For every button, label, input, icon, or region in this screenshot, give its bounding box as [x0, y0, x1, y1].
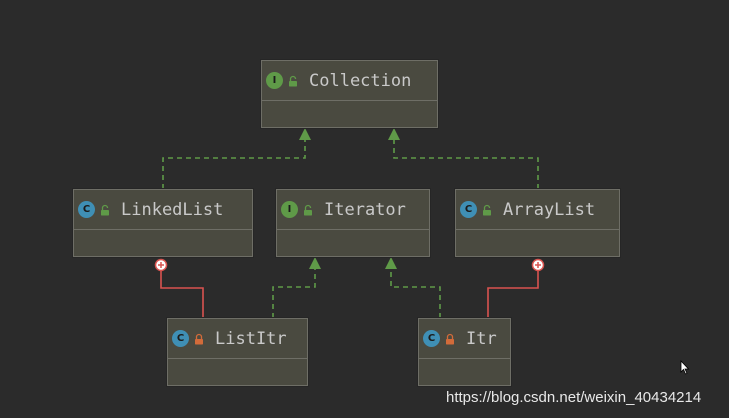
node-name: LinkedList: [121, 199, 224, 220]
node-itr[interactable]: C Itr: [418, 318, 511, 386]
node-name: ArrayList: [503, 199, 596, 220]
class-kind-icon: C: [78, 201, 95, 218]
node-name: ListItr: [215, 328, 287, 349]
edge-inner-class-listitr-to-linkedlist: [154, 258, 204, 318]
node-header: C LinkedList: [74, 190, 252, 230]
interface-kind-icon: I: [266, 72, 283, 89]
node-header: C ArrayList: [456, 190, 619, 230]
edge-implements-listitr-to-iterator: [272, 257, 321, 318]
public-lock-icon: [477, 204, 493, 216]
class-kind-icon: C: [460, 201, 477, 218]
node-arraylist[interactable]: C ArrayList: [455, 189, 620, 257]
private-lock-icon: [440, 333, 456, 345]
edge-implements-arraylist-to-collection: [388, 128, 539, 189]
node-name: Collection: [309, 70, 412, 91]
node-header: I Collection: [262, 61, 437, 101]
public-lock-icon: [283, 75, 299, 87]
private-lock-icon: [189, 333, 205, 345]
class-kind-icon: C: [172, 330, 189, 347]
class-kind-icon: C: [423, 330, 440, 347]
watermark-text: https://blog.csdn.net/weixin_40434214: [446, 389, 702, 406]
edge-implements-linkedlist-to-collection: [162, 128, 311, 189]
edge-implements-itr-to-iterator: [385, 257, 441, 318]
node-body: [168, 359, 307, 386]
public-lock-icon: [298, 204, 314, 216]
edge-inner-class-itr-to-arraylist: [487, 258, 545, 318]
interface-kind-icon: I: [281, 201, 298, 218]
node-name: Itr: [466, 328, 497, 349]
node-header: C ListItr: [168, 319, 307, 359]
node-listitr[interactable]: C ListItr: [167, 318, 308, 386]
mouse-cursor-icon: [680, 360, 690, 375]
node-body: [74, 230, 252, 257]
node-linkedlist[interactable]: C LinkedList: [73, 189, 253, 257]
node-body: [277, 230, 429, 257]
node-header: C Itr: [419, 319, 510, 359]
node-header: I Iterator: [277, 190, 429, 230]
node-iterator[interactable]: I Iterator: [276, 189, 430, 257]
node-body: [456, 230, 619, 257]
node-name: Iterator: [324, 199, 406, 220]
node-collection[interactable]: I Collection: [261, 60, 438, 128]
public-lock-icon: [95, 204, 111, 216]
node-body: [262, 101, 437, 128]
node-body: [419, 359, 510, 386]
